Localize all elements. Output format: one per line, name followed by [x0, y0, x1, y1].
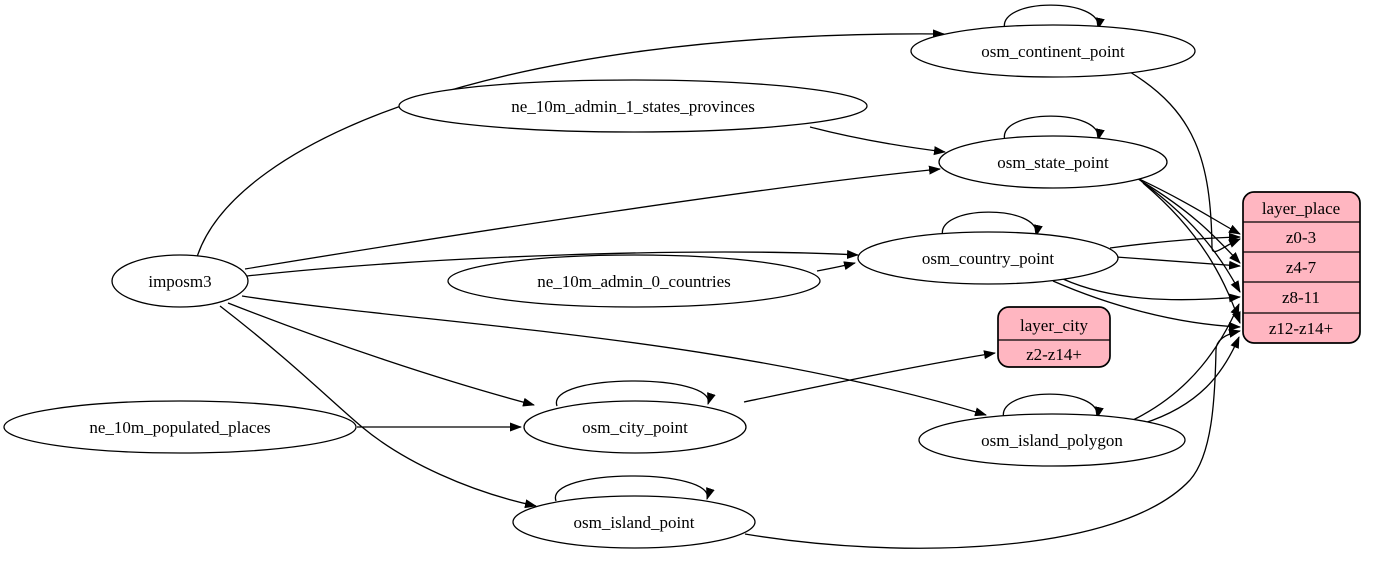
edge-imposm3-osm_island_polygon	[241, 295, 987, 417]
node-osm_state_point-label: osm_state_point	[997, 153, 1109, 172]
node-ne_10m_admin_1_states_provinces: ne_10m_admin_1_states_provinces	[398, 79, 868, 133]
edge-osm_city_point-layer_city-z2-z14	[743, 350, 996, 403]
record-layer_place-row-z12-z14: z12-z14+	[1269, 319, 1333, 338]
self-loop-osm_city_point	[556, 380, 716, 407]
record-layer_place-title: layer_place	[1262, 199, 1340, 218]
node-osm_continent_point-shape	[910, 24, 1196, 78]
self-loop-osm_island_polygon	[1002, 393, 1104, 420]
record-layer_city-title: layer_city	[1020, 316, 1088, 335]
edge-imposm3-osm_state_point	[244, 165, 941, 270]
edge-osm_country_point-layer_place-z4-7	[1115, 256, 1241, 270]
edge-osm_country_point-layer_place-z0-3	[1109, 232, 1241, 249]
node-osm_state_point: osm_state_point	[938, 135, 1168, 189]
edge-osm_state_point-layer_place-z8-11	[1140, 180, 1241, 293]
node-osm_country_point-shape	[857, 231, 1119, 285]
edge-osm_country_point-layer_place-z8-11	[1062, 278, 1241, 303]
node-osm_continent_point-label: osm_continent_point	[981, 42, 1125, 61]
node-imposm3-shape	[111, 254, 249, 308]
node-osm_city_point-label: osm_city_point	[582, 418, 688, 437]
node-ne_10m_admin_0_countries-shape	[447, 254, 821, 308]
self-loop-osm_country_point	[941, 211, 1043, 238]
record-layer_city-row-z2-z14: z2-z14+	[1026, 345, 1082, 364]
node-osm_island_polygon: osm_island_polygon	[918, 413, 1186, 467]
self-loop-osm_island_point	[555, 475, 715, 502]
edge-imposm3-osm_continent_point	[196, 29, 945, 258]
node-osm_island_polygon-shape	[918, 413, 1186, 467]
node-osm_state_point-shape	[938, 135, 1168, 189]
node-ne_10m_admin_0_countries: ne_10m_admin_0_countries	[447, 254, 821, 308]
node-osm_country_point-label: osm_country_point	[922, 249, 1054, 268]
node-osm_city_point-shape	[523, 400, 747, 454]
edge-imposm3-osm_country_point	[246, 249, 859, 277]
edge-osm_continent_point-layer_place-z0-3	[1129, 71, 1241, 253]
node-imposm3-label: imposm3	[148, 272, 211, 291]
node-osm_country_point: osm_country_point	[857, 231, 1119, 285]
edge-osm_state_point-layer_place-z12-z14	[1142, 182, 1241, 324]
edge-ne_10m_admin_0_countries-osm_country_point	[816, 261, 856, 272]
node-ne_10m_admin_1_states_provinces-shape	[398, 79, 868, 133]
edge-osm_island_polygon-layer_place-z8-11	[1132, 303, 1240, 421]
edge-osm_state_point-layer_place-z0-3	[1134, 176, 1241, 235]
edge-osm_island_polygon-layer_place-z12-z14	[1137, 336, 1240, 426]
record-layer_place: layer_place z0-3 z4-7 z8-11 z12-z14+	[1242, 191, 1361, 344]
record-layer_place-box	[1242, 191, 1361, 344]
record-layer_city-box	[997, 306, 1111, 368]
node-ne_10m_populated_places-label: ne_10m_populated_places	[89, 418, 270, 437]
node-imposm3: imposm3	[111, 254, 249, 308]
node-ne_10m_populated_places: ne_10m_populated_places	[3, 400, 357, 454]
edge-osm_state_point-layer_place-z4-7	[1137, 178, 1241, 264]
record-layer_city: layer_city z2-z14+	[997, 306, 1111, 368]
node-osm_island_point-label: osm_island_point	[574, 513, 695, 532]
edge-imposm3-osm_city_point	[227, 302, 535, 407]
self-loop-osm_continent_point	[1003, 4, 1105, 31]
node-osm_island_polygon-label: osm_island_polygon	[981, 431, 1123, 450]
node-ne_10m_admin_1_states_provinces-label: ne_10m_admin_1_states_provinces	[511, 97, 755, 116]
node-osm_city_point: osm_city_point	[523, 400, 747, 454]
record-layer_place-row-z8-11: z8-11	[1282, 288, 1320, 307]
node-osm_island_point-shape	[512, 495, 756, 549]
edge-osm_country_point-layer_place-z12-z14	[1052, 280, 1241, 331]
self-loop-osm_state_point	[1003, 115, 1105, 142]
node-osm_continent_point: osm_continent_point	[910, 24, 1196, 78]
node-ne_10m_admin_0_countries-label: ne_10m_admin_0_countries	[537, 272, 731, 291]
record-layer_place-row-z0-3: z0-3	[1286, 228, 1316, 247]
node-osm_island_point: osm_island_point	[512, 495, 756, 549]
record-layer_place-row-z4-7: z4-7	[1286, 258, 1317, 277]
node-ne_10m_populated_places-shape	[3, 400, 357, 454]
edges	[196, 4, 1241, 549]
edge-osm_island_point-layer_place-z12-z14	[744, 328, 1241, 549]
edge-ne_10m_admin_1_states_provinces-osm_state_point	[809, 126, 946, 156]
